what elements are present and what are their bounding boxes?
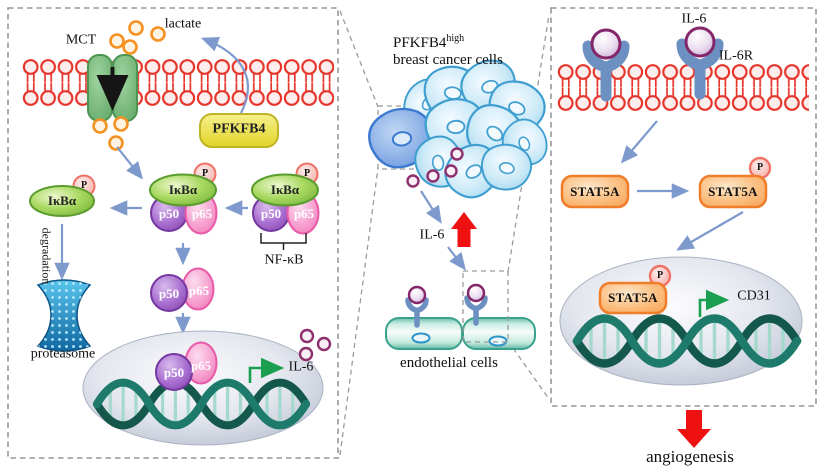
mct-transporter (87, 54, 138, 122)
p65-label: p65 (191, 206, 213, 222)
il6-increase-arrow (451, 212, 477, 247)
il6-molecules-left (298, 328, 332, 362)
ikba-label: IκBα (270, 182, 300, 198)
lactate-molecules (92, 20, 166, 151)
stat5a-label: STAT5A (570, 184, 620, 200)
left-pathway-arrows (54, 200, 248, 335)
transcription-arrow-cd31 (698, 289, 730, 317)
phospho-label: P (303, 167, 311, 179)
p50-label: p50 (158, 206, 180, 222)
il6-receptors (588, 26, 718, 96)
p50-p65-on-dna (155, 341, 218, 391)
p50-label: p50 (158, 286, 180, 302)
il6-mid-label: IL-6 (419, 227, 445, 243)
endothelial-cells-label: endothelial cells (400, 355, 498, 372)
p65-label: p65 (293, 206, 315, 222)
p50-label: p50 (163, 365, 185, 381)
arrow-pfkfb4-to-lactate (200, 36, 249, 114)
phospho-label: P (201, 167, 209, 179)
cancer-label-line1: PFKFB4 (393, 35, 447, 51)
cancer-label-line2: breast cancer cells (393, 52, 503, 68)
stat5a-label: STAT5A (608, 290, 658, 306)
il6-ligand-small (466, 283, 486, 303)
breast-cancer-cell-cluster (364, 53, 554, 208)
cell-membrane-left (22, 59, 334, 106)
arrow-lactate-to-ikba (116, 146, 144, 180)
cd31-label: CD31 (737, 288, 771, 304)
lactate-label: lactate (164, 16, 202, 32)
highlighted-cancer-cell (364, 103, 438, 173)
arrow-il6-to-endothelial (447, 246, 466, 271)
pfkfb4-box (199, 113, 279, 148)
phospho-label: P (656, 269, 664, 281)
stat5a-label: STAT5A (708, 184, 758, 200)
ikba-phospho-free (29, 174, 96, 217)
stat5a-box (560, 174, 630, 209)
stat5a-phospho-box (698, 156, 772, 209)
proteasome-label: proteasome (30, 346, 96, 362)
il6-ligand-small (407, 285, 427, 305)
nfkb-label: NF-κB (264, 252, 304, 268)
p65-label: p65 (188, 283, 210, 299)
nfkb-bracket (260, 233, 307, 250)
arrow-receptor-to-stat5a (620, 120, 658, 164)
p65-label: p65 (190, 358, 212, 374)
il6-ligand (684, 26, 716, 58)
nfkb-ikba-complex-2 (251, 162, 320, 235)
ikba-label: IκBα (47, 193, 77, 209)
nfkb-ikba-complex-1 (149, 162, 218, 235)
phospho-label: P (756, 161, 764, 173)
il6-molecules-secreted (406, 147, 464, 188)
ikba-label: IκBα (168, 182, 198, 198)
proteasome (36, 279, 92, 352)
stat5a-on-dna (598, 264, 672, 315)
phospho-label: P (80, 179, 88, 191)
angiogenesis-arrow (677, 410, 711, 448)
zoom-box-endothelial (462, 270, 509, 343)
cancer-label-sup: high (446, 33, 465, 44)
angiogenesis-label: angiogenesis (646, 447, 734, 467)
cell-membrane-right (557, 64, 809, 111)
transcription-arrow-il6 (248, 357, 285, 383)
il6r-label: IL-6R (718, 48, 754, 64)
endothelial-nucleus (411, 332, 431, 344)
arrow-stat5a-to-nucleus (676, 211, 744, 251)
il6-ligand (590, 28, 622, 60)
il6-gene-label: IL-6 (288, 359, 314, 375)
pfkfb4-label: PFKFB4 (212, 121, 266, 137)
degradation-label: degradation (39, 227, 54, 285)
endothelial-cells (385, 283, 536, 350)
mct-label: MCT (65, 32, 97, 48)
arrow-cancer-to-il6 (420, 190, 442, 224)
endothelial-nucleus (488, 335, 508, 347)
left-panel-border (7, 7, 339, 459)
p50-label: p50 (260, 206, 282, 222)
il6-right-label: IL-6 (681, 11, 707, 27)
p50-p65-dimer (150, 267, 215, 312)
breast-cancer-cells-label: PFKFB4high breast cancer cells (393, 30, 503, 69)
right-pathway-arrows (620, 120, 744, 251)
